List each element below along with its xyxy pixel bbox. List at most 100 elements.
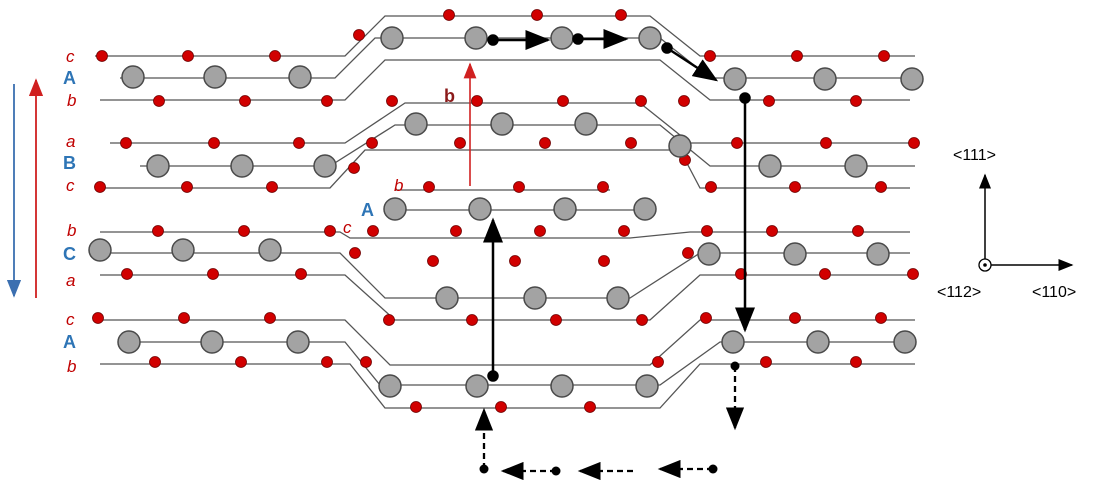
- circuit-node: [572, 33, 584, 45]
- small-atom: [598, 255, 610, 267]
- large-atom: [783, 242, 807, 266]
- circuit-node: [487, 34, 499, 46]
- small-atom: [348, 162, 360, 174]
- small-atom: [96, 50, 108, 62]
- small-atom: [149, 356, 161, 368]
- large-atom: [866, 242, 890, 266]
- small-atom: [423, 181, 435, 193]
- large-atom: [606, 286, 630, 310]
- small-atom: [321, 95, 333, 107]
- small-atom: [850, 95, 862, 107]
- large-atom: [203, 65, 227, 89]
- large-atom: [468, 197, 492, 221]
- small-atom: [450, 225, 462, 237]
- circuit-arrows: [483, 29, 755, 382]
- small-atom: [466, 314, 478, 326]
- large-atom: [88, 238, 112, 262]
- small-atom: [875, 312, 887, 324]
- large-atom: [813, 67, 837, 91]
- small-atom: [597, 181, 609, 193]
- small-atom: [615, 9, 627, 21]
- small-atom: [238, 225, 250, 237]
- large-atom: [464, 26, 488, 50]
- small-atom: [264, 312, 276, 324]
- layer-label: c: [66, 176, 75, 195]
- large-atom: [258, 238, 282, 262]
- small-atom: [731, 137, 743, 149]
- small-atom: [700, 312, 712, 324]
- small-atom: [427, 255, 439, 267]
- small-atom: [471, 95, 483, 107]
- small-atom: [531, 9, 543, 21]
- small-atom: [443, 9, 455, 21]
- small-atom: [763, 95, 775, 107]
- large-atom: [806, 330, 830, 354]
- small-atom: [410, 401, 422, 413]
- large-atoms: [88, 26, 924, 398]
- inner-layer-label-b: b: [394, 176, 403, 195]
- small-atom: [239, 95, 251, 107]
- small-atom: [295, 268, 307, 280]
- atomic-plane: [100, 149, 910, 189]
- atomic-plane: [95, 252, 910, 299]
- small-atom: [208, 137, 220, 149]
- large-atom: [383, 197, 407, 221]
- small-atom: [360, 356, 372, 368]
- large-atom: [171, 238, 195, 262]
- axis-label-110: <110>: [1032, 284, 1076, 301]
- layer-label: b: [67, 221, 76, 240]
- small-atom: [791, 50, 803, 62]
- closure-node: [708, 464, 718, 474]
- small-atom: [207, 268, 219, 280]
- large-atom: [550, 374, 574, 398]
- small-atom: [235, 356, 247, 368]
- atomic-plane: [140, 124, 915, 167]
- layer-label: b: [67, 91, 76, 110]
- small-atom: [182, 50, 194, 62]
- large-atom: [574, 112, 598, 136]
- atomic-plane: [110, 102, 915, 144]
- circuit-node: [661, 42, 673, 54]
- small-atom: [321, 356, 333, 368]
- small-atom: [625, 137, 637, 149]
- large-atom: [465, 374, 489, 398]
- large-atom: [286, 330, 310, 354]
- small-atom: [121, 268, 133, 280]
- closure-node: [479, 464, 489, 474]
- small-atoms: [92, 9, 920, 413]
- layer-label: c: [66, 47, 75, 66]
- small-atom: [269, 50, 281, 62]
- large-atom: [313, 154, 337, 178]
- large-atom: [900, 67, 924, 91]
- atomic-plane: [95, 15, 915, 57]
- small-atom: [820, 137, 832, 149]
- inner-layer-label-A: A: [361, 200, 374, 220]
- small-atom: [324, 225, 336, 237]
- small-atom: [534, 225, 546, 237]
- small-atom: [875, 181, 887, 193]
- layer-labels: c A b a B c b C a c A b: [63, 47, 76, 376]
- small-atom: [704, 50, 716, 62]
- layer-label: A: [63, 68, 76, 88]
- small-atom: [92, 312, 104, 324]
- small-atom: [789, 312, 801, 324]
- small-atom: [766, 225, 778, 237]
- large-atom: [697, 242, 721, 266]
- large-atom: [893, 330, 917, 354]
- small-atom: [878, 50, 890, 62]
- large-atom: [288, 65, 312, 89]
- large-atom: [721, 330, 745, 354]
- layer-label: a: [66, 271, 75, 290]
- small-atom: [678, 95, 690, 107]
- burgers-vector-label: b: [444, 86, 455, 106]
- small-atom: [682, 247, 694, 259]
- small-atom: [366, 137, 378, 149]
- closure-arrows: [474, 361, 745, 481]
- small-atom: [178, 312, 190, 324]
- small-atom: [550, 314, 562, 326]
- small-atom: [120, 137, 132, 149]
- layer-label: A: [63, 332, 76, 352]
- small-atom: [539, 137, 551, 149]
- small-atom: [760, 356, 772, 368]
